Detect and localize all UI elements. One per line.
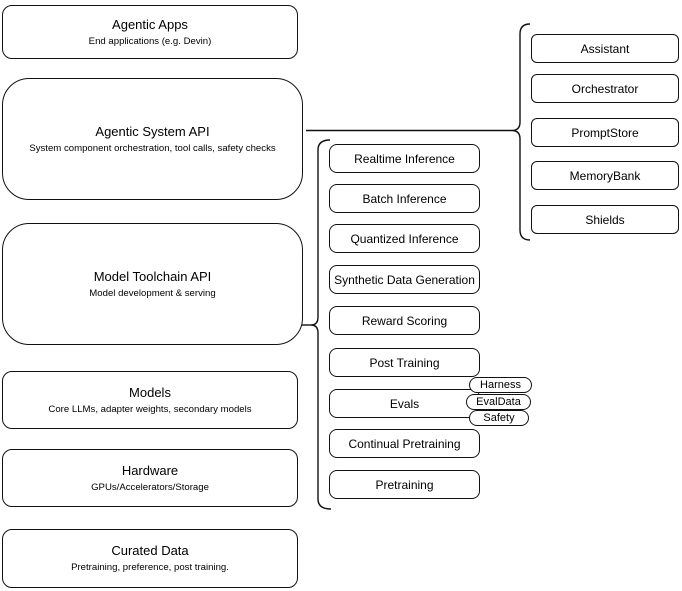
service-post-training: Post Training [329,348,480,377]
service-synthetic-data-generation: Synthetic Data Generation [329,265,480,294]
node-subtitle: Model development & serving [89,287,216,299]
tag-evaldata: EvalData [466,394,531,410]
node-hardware: Hardware GPUs/Accelerators/Storage [2,449,298,507]
tag-label: Safety [483,412,515,424]
service-label: Post Training [369,355,440,370]
component-assistant: Assistant [531,34,679,63]
service-reward-scoring: Reward Scoring [329,306,480,335]
service-pretraining: Pretraining [329,470,480,499]
service-label: Continual Pretraining [348,436,461,451]
tag-harness: Harness [469,377,532,393]
node-subtitle: GPUs/Accelerators/Storage [91,481,209,493]
node-title: Hardware [121,462,179,478]
service-label: Pretraining [375,477,434,492]
node-subtitle: End applications (e.g. Devin) [88,35,212,47]
service-continual-pretraining: Continual Pretraining [329,429,480,458]
service-label: Batch Inference [362,191,447,206]
component-label: Shields [585,212,625,227]
component-label: Orchestrator [571,81,639,96]
service-label: Realtime Inference [354,151,455,166]
component-orchestrator: Orchestrator [531,74,679,103]
component-label: PromptStore [571,125,639,140]
node-subtitle: Pretraining, preference, post training. [71,562,229,573]
service-evals: Evals [329,389,480,418]
component-label: Assistant [580,41,630,56]
service-label: Synthetic Data Generation [334,272,475,287]
node-title: Agentic Apps [112,16,188,32]
node-subtitle: Core LLMs, adapter weights, secondary mo… [48,403,252,415]
node-models: Models Core LLMs, adapter weights, secon… [2,371,298,429]
service-batch-inference: Batch Inference [329,184,480,213]
service-quantized-inference: Quantized Inference [329,224,480,253]
node-title: Curated Data [111,543,189,558]
service-label: Evals [389,396,420,411]
node-title: Agentic System API [95,123,210,139]
node-agentic-apps: Agentic Apps End applications (e.g. Devi… [2,5,298,59]
tag-label: EvalData [476,396,521,408]
node-curated-data: Curated Data Pretraining, preference, po… [2,529,298,588]
tag-label: Harness [480,379,521,391]
component-promptstore: PromptStore [531,118,679,147]
node-title: Models [129,384,171,400]
tag-safety: Safety [469,410,529,426]
service-label: Reward Scoring [361,313,448,328]
node-title: Model Toolchain API [93,268,212,284]
node-agentic-system-api: Agentic System API System component orch… [2,78,303,200]
toolchain-services-brace [310,139,332,510]
service-realtime-inference: Realtime Inference [329,144,480,173]
component-shields: Shields [531,205,679,234]
node-subtitle: System component orchestration, tool cal… [29,142,276,154]
component-memorybank: MemoryBank [531,161,679,190]
node-model-toolchain-api: Model Toolchain API Model development & … [2,223,303,345]
system-components-brace [511,23,531,241]
service-label: Quantized Inference [350,231,459,246]
component-label: MemoryBank [569,168,641,183]
